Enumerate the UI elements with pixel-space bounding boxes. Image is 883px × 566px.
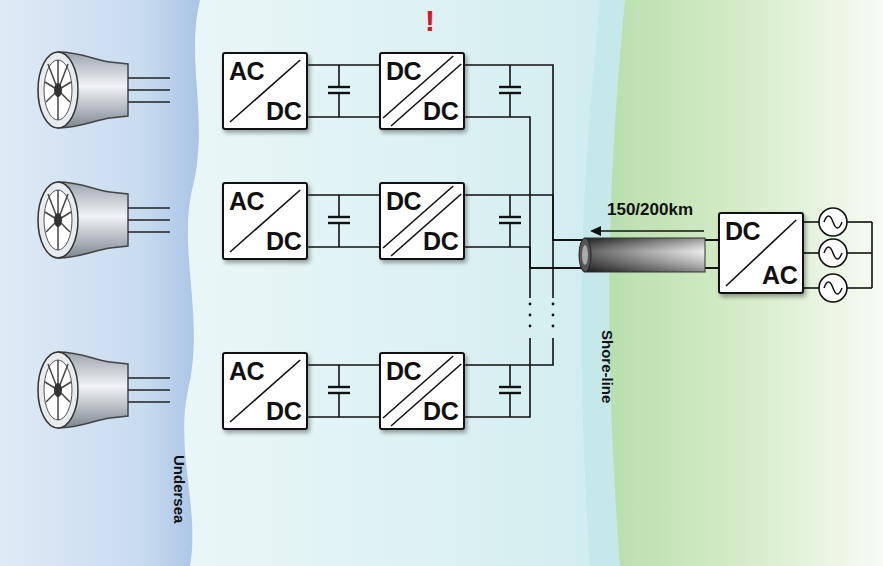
converter-label: DC [266,228,301,254]
region-label: Undersea [171,455,188,523]
converter-label: AC [229,58,264,84]
warning-mark: ! [425,4,435,38]
converter-label: DC [266,98,301,124]
distance-label: 150/200km [607,200,693,220]
converter-box: DCDC [379,352,465,430]
converter-label: DC [386,358,421,384]
dc-link [308,65,379,117]
converter-label: AC [762,262,797,288]
region-label: Shore-line [599,330,616,403]
converter-label: DC [386,58,421,84]
dc-link [308,365,379,417]
converter-box: DCDC [379,182,465,260]
converter-label: DC [423,228,458,254]
converter-label: DC [725,218,760,244]
converter-box: ACDC [222,52,308,130]
dc-link [308,195,379,247]
converter-box: DCAC [718,212,804,294]
converter-box: DCDC [379,52,465,130]
converter-label: AC [229,188,264,214]
converter-label: DC [423,398,458,424]
converter-box: ACDC [222,182,308,260]
converter-label: DC [423,98,458,124]
converter-label: DC [386,188,421,214]
converter-box: ACDC [222,352,308,430]
converter-label: DC [266,398,301,424]
converter-label: AC [229,358,264,384]
